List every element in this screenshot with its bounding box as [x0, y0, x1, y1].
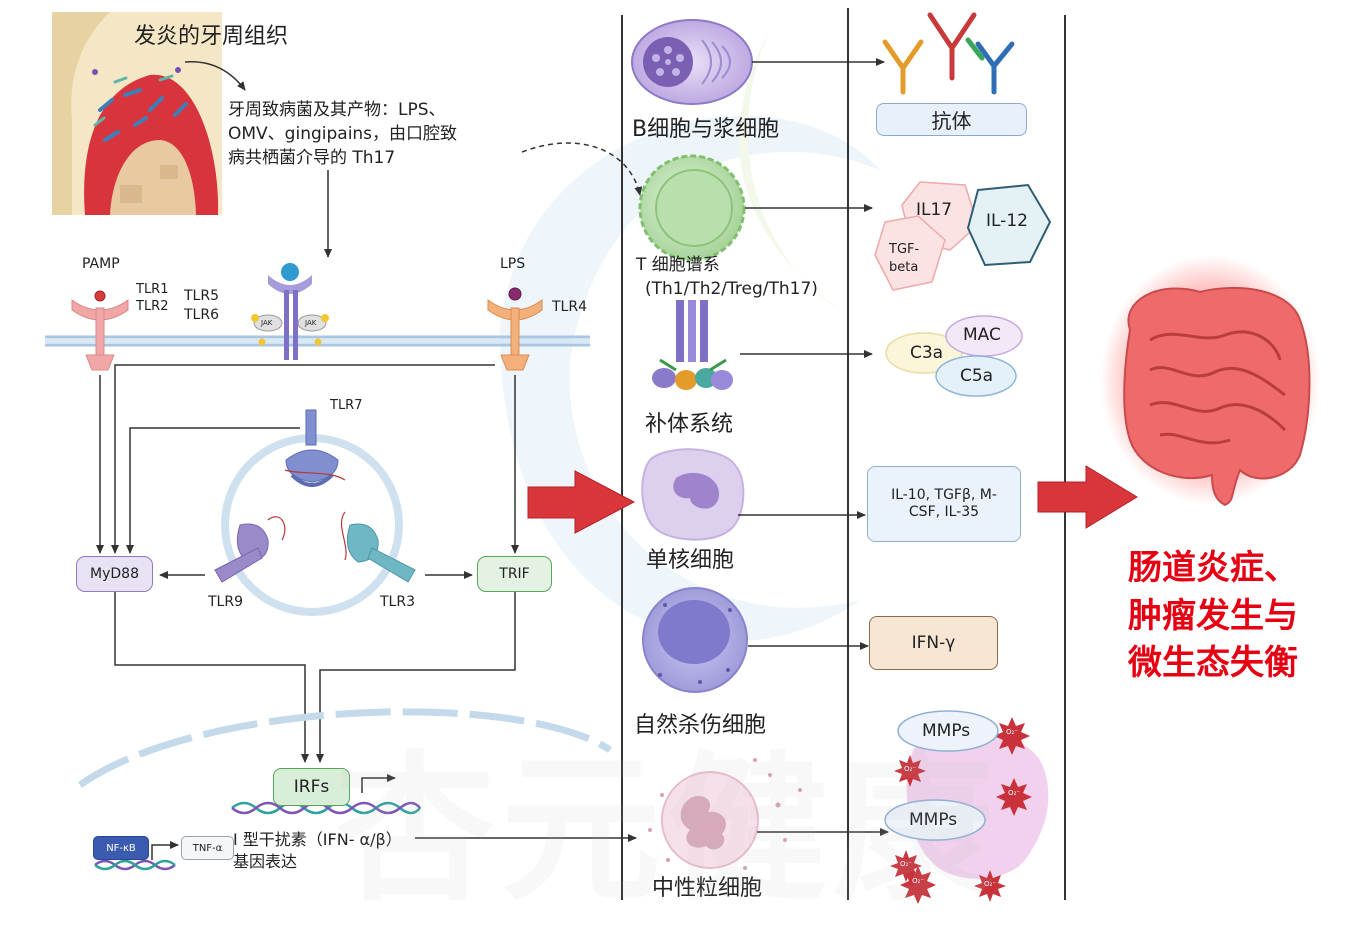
- antibodies-image: [882, 12, 1015, 95]
- il12-label: IL-12: [986, 211, 1028, 231]
- trif-box: TRIF: [477, 556, 552, 592]
- irfs-box: IRFs: [273, 768, 350, 806]
- tlr5-label: TLR5: [184, 288, 219, 304]
- mmps-label-2: MMPs: [909, 810, 958, 830]
- tcell-label-line2: (Th1/Th2/Treg/Th17): [645, 279, 818, 299]
- ros-label-5: O₂⁻: [912, 877, 925, 885]
- ifn-text-line2: 基因表达: [233, 852, 298, 871]
- jak-label-right: JAK: [305, 319, 317, 327]
- b-cell-image: [631, 19, 753, 105]
- complement-image: [652, 300, 733, 390]
- nk-cell-image: [642, 587, 748, 693]
- monocyte-products-line1: IL-10, TGFβ, M-: [891, 486, 997, 503]
- jak-label-left: JAK: [261, 319, 273, 327]
- outcome-line3: 微生态失衡: [1128, 643, 1298, 684]
- il17-label: IL17: [916, 200, 953, 220]
- dna-helix: [94, 801, 421, 871]
- complement-fragments: [885, 315, 1023, 397]
- complement-label: 补体系统: [645, 412, 734, 437]
- monocyte-products-box: IL-10, TGFβ, M- CSF, IL-35: [867, 466, 1021, 542]
- nucleus-envelope: [77, 708, 612, 788]
- c3a-label: C3a: [910, 343, 944, 363]
- bcell-label: B细胞与浆细胞: [632, 117, 780, 142]
- monocyte-label: 单核细胞: [646, 548, 735, 573]
- mmps-oval-2: [884, 799, 986, 841]
- big-red-arrow-1: [527, 470, 636, 534]
- ifng-box: IFN-γ: [869, 616, 998, 670]
- tlr4-label: TLR4: [552, 299, 587, 315]
- tlr9-receptor: [214, 516, 286, 583]
- diagram-canvas: [45, 8, 1320, 904]
- neutrophil-image: [648, 758, 802, 870]
- tlr2-label: TLR2: [136, 299, 169, 314]
- neutrophil-label: 中性粒细胞: [652, 876, 763, 901]
- pathogens-text-line1: 牙周致病菌及其产物：LPS、: [228, 100, 446, 120]
- ros-label-3: O₂⁻: [1008, 789, 1021, 797]
- tlr1-label: TLR1: [136, 282, 169, 297]
- mac-label: MAC: [963, 325, 1001, 345]
- tlr9-label: TLR9: [208, 594, 243, 610]
- c5a-label: C5a: [960, 366, 994, 386]
- outcome-text: 肠道炎症、 肿瘤发生与 微生态失衡: [1128, 545, 1298, 688]
- tlr3-label: TLR3: [380, 594, 415, 610]
- tlr4-receptor: [487, 287, 543, 371]
- monocyte-products-line2: CSF, IL-35: [908, 504, 980, 520]
- ros-label-2: O₂⁻: [904, 765, 917, 773]
- ros-label-4: O₂⁻: [900, 860, 913, 868]
- lps-label: LPS: [500, 256, 526, 272]
- monocyte-image: [641, 448, 745, 541]
- tlr3-receptor: [340, 511, 416, 583]
- pathogens-text-line2: OMV、gingipains，由口腔致: [228, 124, 458, 144]
- watermark: 杏元健康: [335, 736, 1000, 923]
- ros-bursts: [890, 717, 1032, 904]
- nk-label: 自然杀伤细胞: [634, 713, 767, 738]
- ifn-text-line1: I 型干扰素（IFN- α/β）: [233, 830, 402, 849]
- ros-label-1: O₂⁻: [1006, 728, 1019, 736]
- jak-receptor: [251, 263, 329, 360]
- tgf-label-line1: TGF-: [889, 242, 920, 257]
- tlr6-label: TLR6: [184, 307, 219, 323]
- pamp-label: PAMP: [82, 256, 120, 272]
- tissue-title: 发炎的牙周组织: [134, 24, 289, 49]
- outcome-line2: 肿瘤发生与: [1128, 595, 1298, 636]
- tcell-label-line1: T 细胞谱系: [636, 255, 720, 275]
- tlr7-receptor: [284, 409, 346, 487]
- nfkb-box: NF-κB: [93, 836, 149, 860]
- target-cell-image: [906, 728, 1049, 879]
- tlr1-tlr2-receptor: [71, 290, 129, 371]
- t-cell-image: [638, 154, 746, 262]
- pathogens-text-line3: 病共栖菌介导的 Th17: [228, 148, 396, 168]
- gut-image: [1100, 255, 1320, 507]
- tgf-label-line2: beta: [889, 260, 919, 275]
- antibody-box: 抗体: [876, 103, 1027, 136]
- myd88-box: MyD88: [76, 556, 153, 592]
- big-red-arrow-2: [1037, 465, 1138, 529]
- ros-label-6: O₂⁻: [984, 880, 997, 888]
- tlr7-label: TLR7: [330, 398, 363, 413]
- outcome-line1: 肠道炎症、: [1128, 548, 1298, 588]
- mmps-oval-1: [897, 710, 999, 752]
- tnfa-box: TNF-α: [181, 836, 234, 860]
- cytokine-shapes: [874, 181, 1052, 291]
- periodontal-tissue-image: [52, 12, 222, 216]
- mmps-label-1: MMPs: [922, 721, 971, 741]
